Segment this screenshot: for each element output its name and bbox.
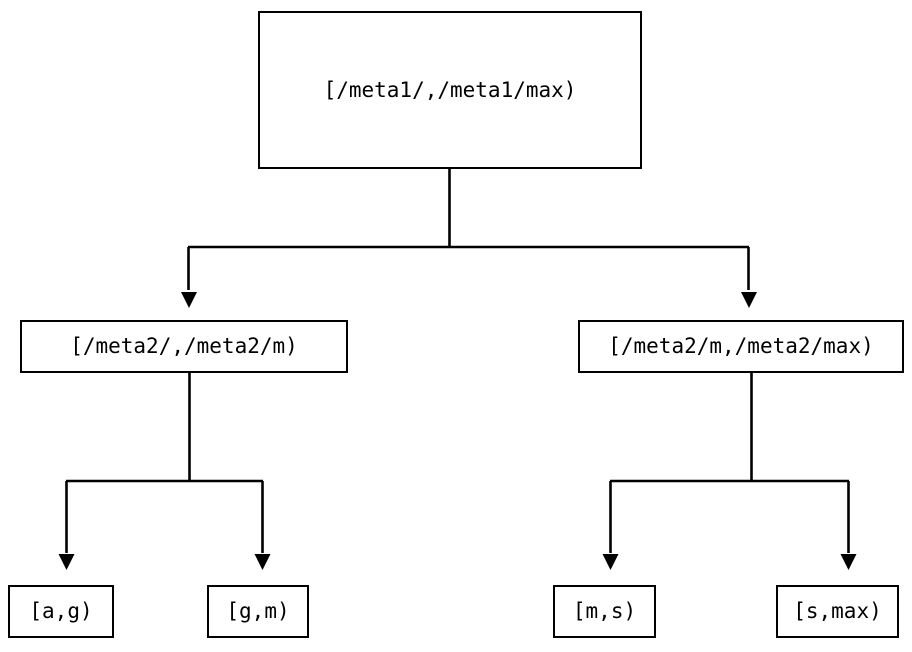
tree-node-leaf-1[interactable]: [a,g) <box>8 585 114 638</box>
tree-node-mid-right[interactable]: [/meta2/m,/meta2/max) <box>578 320 904 373</box>
arrowhead-down-icon-leaf1 <box>58 554 75 570</box>
tree-node-root[interactable]: [/meta1/,/meta1/max) <box>258 11 642 169</box>
tree-node-leaf-2[interactable]: [g,m) <box>207 585 309 638</box>
tree-node-leaf-4-label: [s,max) <box>793 599 882 623</box>
tree-node-mid-left-label: [/meta2/,/meta2/m) <box>70 334 298 358</box>
tree-node-leaf-1-label: [a,g) <box>29 599 93 623</box>
tree-node-leaf-3[interactable]: [m,s) <box>553 585 656 638</box>
arrowhead-down-icon-leaf2 <box>254 554 271 570</box>
tree-node-root-label: [/meta1/,/meta1/max) <box>323 77 577 102</box>
tree-node-mid-left[interactable]: [/meta2/,/meta2/m) <box>20 320 348 373</box>
tree-node-leaf-4[interactable]: [s,max) <box>776 585 899 638</box>
tree-node-leaf-3-label: [m,s) <box>572 599 637 623</box>
arrowhead-down-icon-mid-left <box>181 292 197 308</box>
arrowhead-down-icon-mid-right <box>741 292 757 308</box>
arrowhead-down-icon-leaf4 <box>840 554 857 570</box>
arrowhead-down-icon-leaf3 <box>602 554 619 570</box>
tree-node-leaf-2-label: [g,m) <box>226 599 290 623</box>
tree-node-mid-right-label: [/meta2/m,/meta2/max) <box>608 334 874 358</box>
